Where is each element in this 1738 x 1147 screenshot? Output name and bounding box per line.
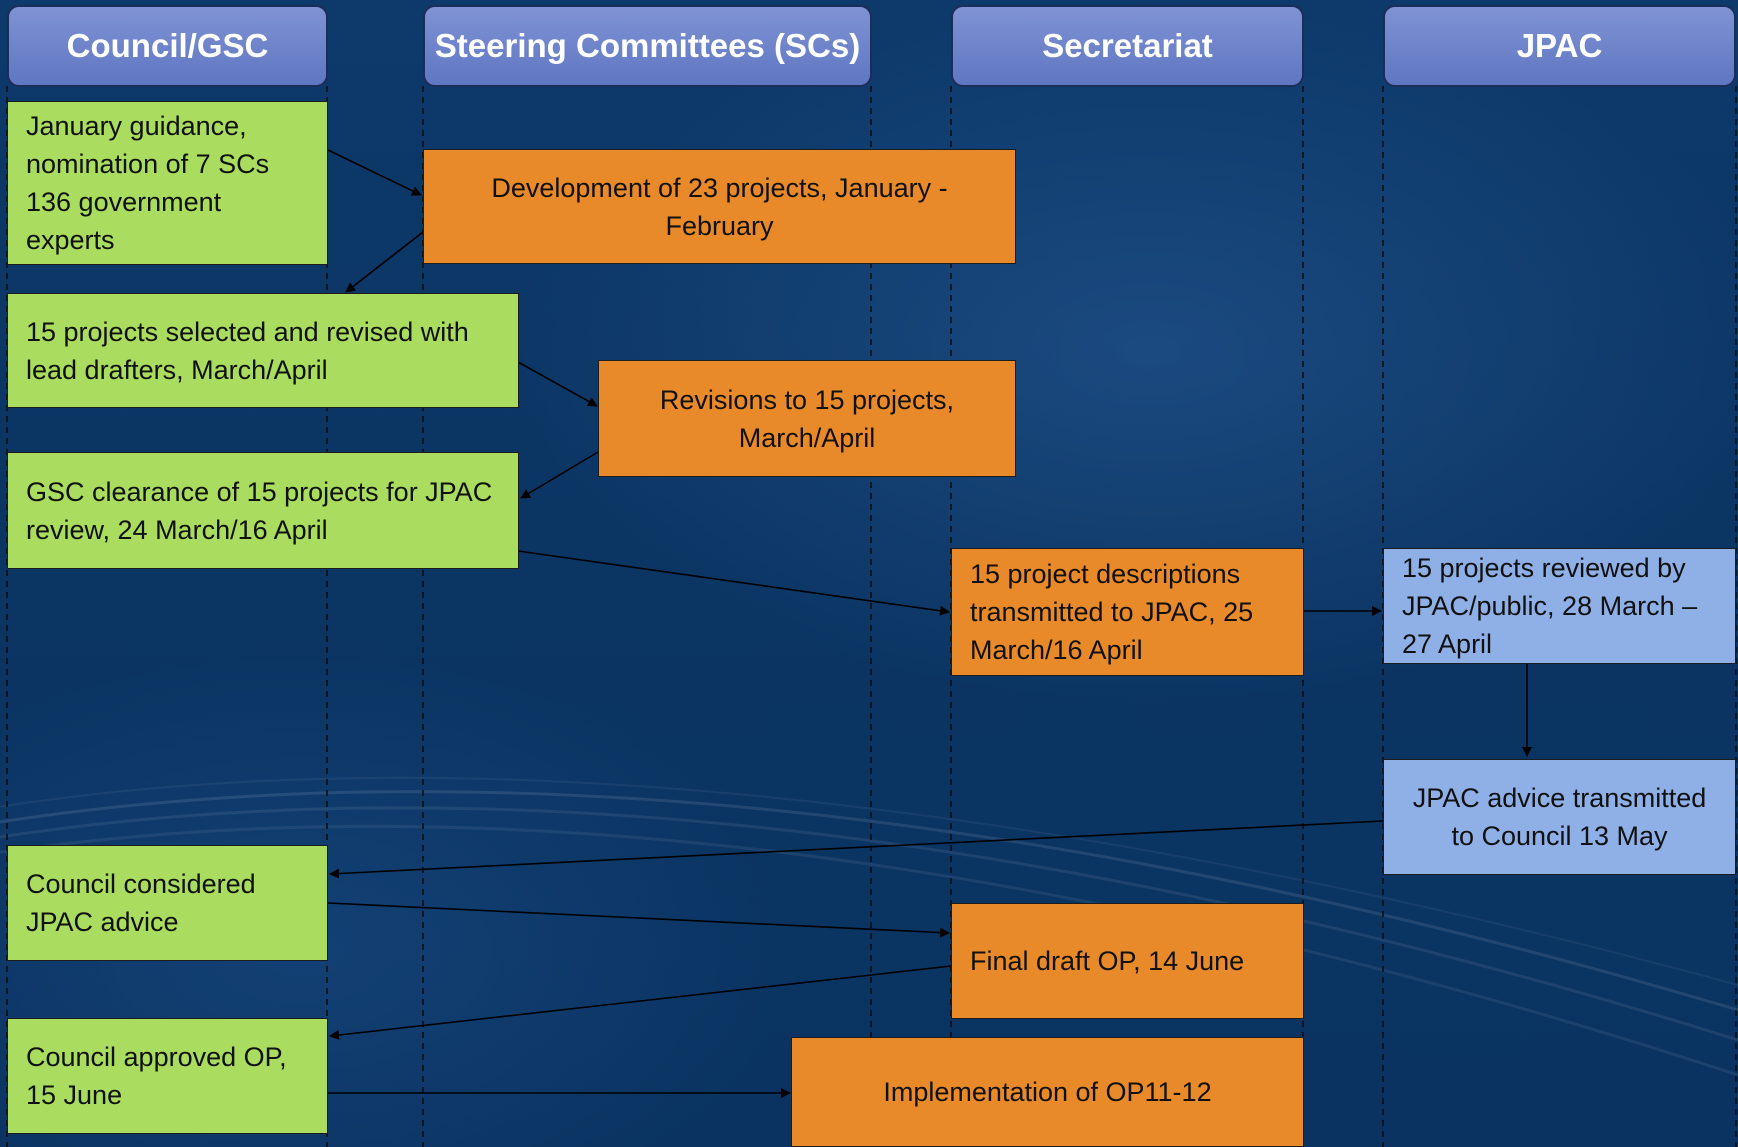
arrow-final-draft-to-approved <box>329 965 952 1040</box>
step-descriptions-transmitted: 15 project descriptions transmitted to J… <box>951 548 1304 676</box>
step-development: Development of 23 projects, January - Fe… <box>423 149 1016 264</box>
lane-header-secretariat: Secretariat <box>951 5 1304 87</box>
step-gsc-clearance-text: GSC clearance of 15 projects for JPAC re… <box>26 476 493 545</box>
step-council-approved-text: Council approved OP, 15 June <box>26 1042 287 1110</box>
lane-header-steering-committees: Steering Committees (SCs) <box>423 5 872 87</box>
step-council-considered: Council considered JPAC advice <box>7 845 328 961</box>
step-jpac-advice-text: JPAC advice transmitted to Council 13 Ma… <box>1412 783 1707 851</box>
arrow-considered-to-final-draft <box>327 902 950 938</box>
arrow-guidance-to-development <box>327 149 422 196</box>
step-projects-selected-text: 15 projects selected and revised with le… <box>26 316 469 385</box>
step-projects-reviewed-text: 15 projects reviewed by JPAC/public, 28 … <box>1402 553 1698 659</box>
step-council-considered-text: Council considered JPAC advice <box>26 869 256 937</box>
arrow-clearance-to-transmitted <box>517 550 950 616</box>
step-council-approved: Council approved OP, 15 June <box>7 1018 328 1134</box>
step-final-draft-text: Final draft OP, 14 June <box>970 946 1245 976</box>
step-projects-selected: 15 projects selected and revised with le… <box>7 293 519 408</box>
step-january-guidance: January guidance, nomination of 7 SCs 13… <box>7 101 328 265</box>
step-implementation: Implementation of OP11-12 <box>791 1037 1304 1147</box>
step-revisions: Revisions to 15 projects, March/April <box>598 360 1016 477</box>
arrow-advice-to-considered <box>329 820 1384 879</box>
step-development-text: Development of 23 projects, January - Fe… <box>491 172 948 241</box>
step-implementation-text: Implementation of OP11-12 <box>883 1077 1212 1107</box>
step-jpac-advice: JPAC advice transmitted to Council 13 Ma… <box>1383 759 1736 875</box>
arrow-development-to-selected <box>345 231 424 293</box>
step-gsc-clearance: GSC clearance of 15 projects for JPAC re… <box>7 452 519 569</box>
lane-header-jpac: JPAC <box>1383 5 1736 87</box>
lane-header-council: Council/GSC <box>7 5 328 87</box>
step-projects-reviewed: 15 projects reviewed by JPAC/public, 28 … <box>1383 548 1736 664</box>
step-revisions-text: Revisions to 15 projects, March/April <box>659 384 955 453</box>
step-january-guidance-text: January guidance, nomination of 7 SCs 13… <box>26 111 270 255</box>
arrow-selected-to-revisions <box>517 361 598 407</box>
arrow-revisions-to-clearance <box>520 451 599 499</box>
step-descriptions-transmitted-text: 15 project descriptions transmitted to J… <box>970 559 1254 665</box>
step-final-draft: Final draft OP, 14 June <box>951 903 1304 1019</box>
